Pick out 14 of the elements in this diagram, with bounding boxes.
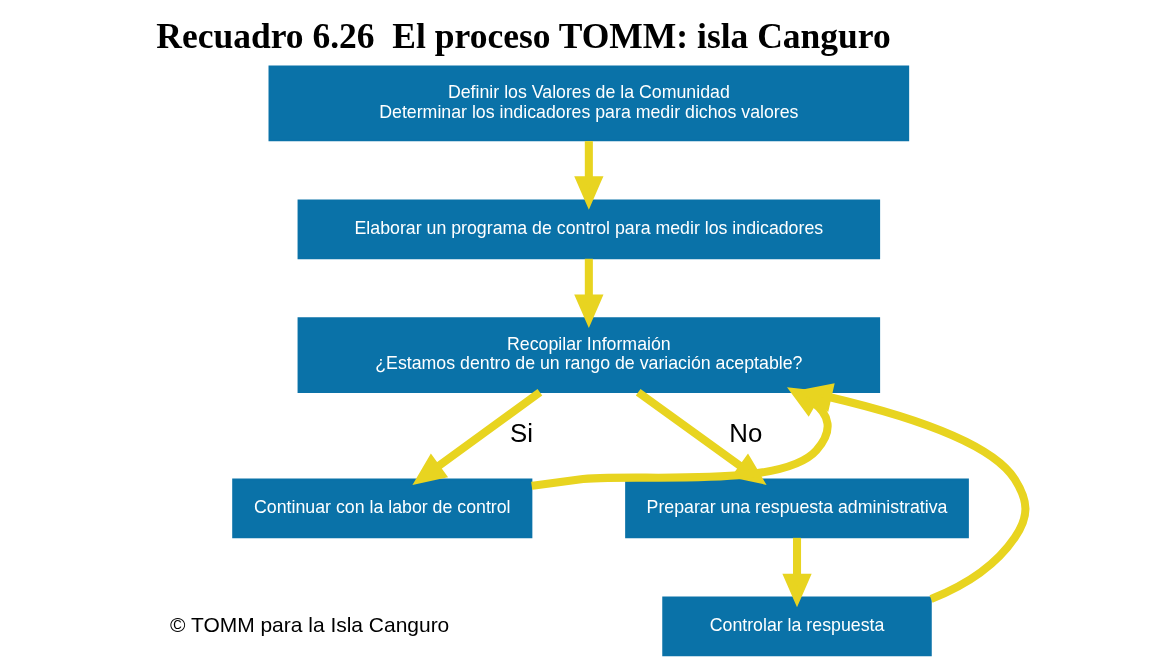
node-box: Definir los Valores de la Comunidad Determinar los indicadores para medir dichos valores <box>268 65 910 142</box>
node-box: Continuar con la labor de control <box>232 478 533 539</box>
arrow <box>574 258 604 328</box>
arrow <box>782 537 812 608</box>
arrow <box>574 141 604 210</box>
node-box: Preparar una respuesta administrativa <box>625 478 969 539</box>
edge-label: No <box>729 418 763 447</box>
label: © TOMM para la Isla Canguro <box>170 612 450 636</box>
node-box: Controlar la respuesta <box>662 596 932 657</box>
node-box: Elaborar un programa de control para medir los indicadores <box>297 199 881 260</box>
node-box: Recopilar Informaión ¿Estamos dentro de un rango de variación aceptable? <box>297 317 881 394</box>
diagram-title: Recuadro 6.26 El proceso TOMM: isla Canguro <box>156 15 891 56</box>
arrow <box>412 389 543 485</box>
edge-label: Si <box>510 418 533 447</box>
